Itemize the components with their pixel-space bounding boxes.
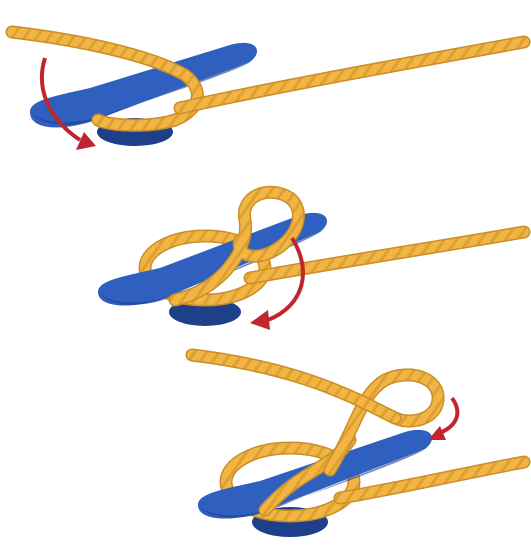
step-2-group [98,192,524,330]
step-3-group [192,355,524,537]
step-1-group [12,32,524,150]
